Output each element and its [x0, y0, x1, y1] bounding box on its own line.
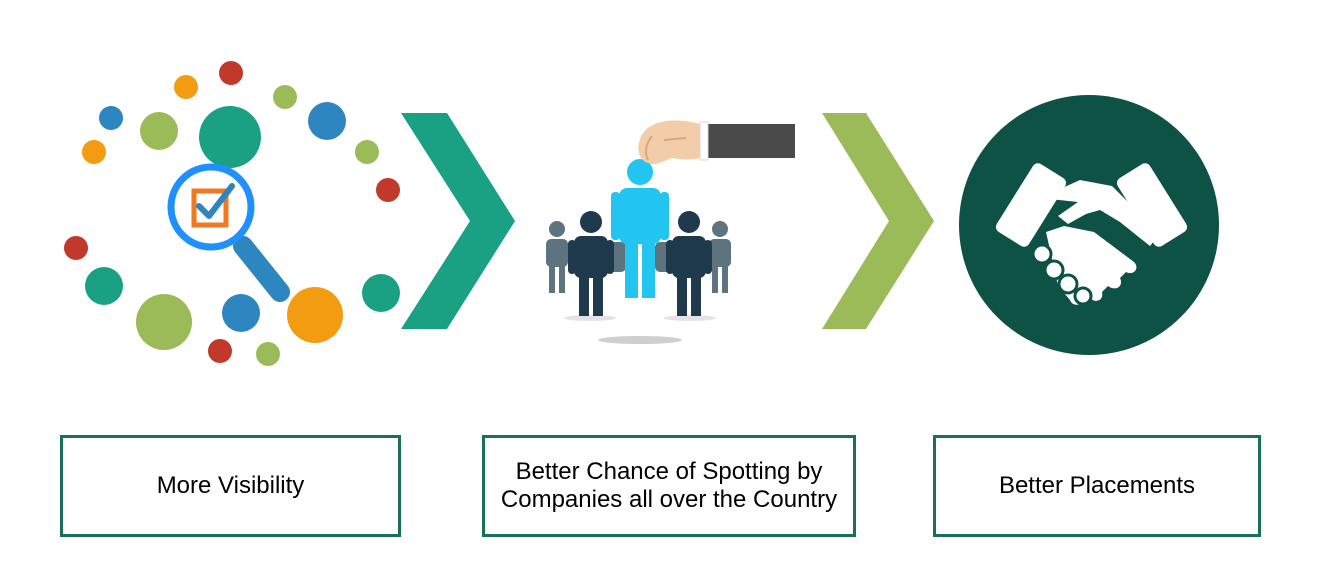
selected-person: [611, 159, 669, 298]
label-line: Better Chance of Spotting by: [515, 458, 823, 485]
bubble: [208, 339, 232, 363]
bubble: [136, 294, 192, 350]
bubble: [219, 61, 243, 85]
magnifier-checklist-icon: [167, 163, 290, 302]
bubble: [140, 112, 178, 150]
bubble: [287, 287, 343, 343]
bubble: [174, 75, 198, 99]
knuckles: [1031, 243, 1093, 306]
bubble: [362, 274, 400, 312]
label-line: Companies all over the Country: [500, 486, 838, 513]
step-label-better-placements: Better Placements: [933, 435, 1261, 537]
bubble: [355, 140, 379, 164]
label-line: More Visibility: [156, 472, 305, 499]
bubble: [308, 102, 346, 140]
shadow: [598, 336, 682, 344]
step-label-more-visibility: More Visibility: [60, 435, 401, 537]
chevron-right-icon: [401, 113, 515, 329]
bubble: [99, 106, 123, 130]
person-figure: [606, 242, 675, 272]
person-figure: [568, 211, 614, 316]
bubble: [376, 178, 400, 202]
label-line: Better Placements: [998, 472, 1196, 499]
person-figure: [709, 221, 731, 293]
step-label-better-chance: Better Chance of Spotting by Companies a…: [482, 435, 856, 537]
bubbles: [64, 61, 400, 366]
bubble: [82, 140, 106, 164]
bubble: [273, 85, 297, 109]
bubble: [64, 236, 88, 260]
hand-picking-person-icon: [546, 120, 795, 344]
bubble: [256, 342, 280, 366]
chevron-right-icon: [822, 113, 934, 329]
hand: [638, 120, 795, 164]
visibility-illustration: [64, 61, 400, 366]
bubble: [199, 106, 261, 168]
bubble: [222, 294, 260, 332]
handshake-icon: [959, 95, 1219, 355]
person-figure: [546, 221, 568, 293]
person-figure: [666, 211, 712, 316]
bubble: [85, 267, 123, 305]
